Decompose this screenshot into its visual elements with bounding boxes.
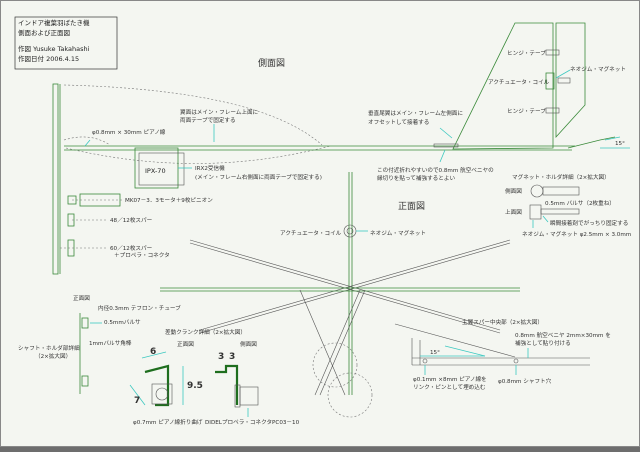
front-post	[52, 83, 59, 275]
crank-detail: 差動クランク詳細（2×拡大図） 正面図 側面図 6 9.5 7 3 3 φ0.7…	[129, 328, 300, 426]
shaft-holder-title-1: シャフト・ホルダ部詳細	[18, 344, 80, 352]
hinge-tape-top	[545, 49, 560, 56]
dim-9-5: 9.5	[187, 381, 203, 391]
teflon-tube-label: 内径0.3mm テフロン・チューブ	[98, 304, 181, 312]
wing-spar	[189, 239, 501, 331]
front-magnet-label: ネオジム・マグネット	[370, 229, 426, 237]
gear-60-label-2: ＋プロペラ・コネクタ	[114, 251, 170, 259]
dim-6: 6	[150, 347, 156, 357]
title-line-2: 側面および正面図	[18, 29, 70, 37]
title-block: インドア複葉羽ばたき機 側面および正面図 作図 Yusuke Takahashi…	[14, 16, 118, 70]
spar-center-detail: 主翼スパー中央部（2×拡大図） 0.8mm 航空ベニヤ 2mm×30mm を 補…	[394, 318, 611, 391]
crank-title: 差動クランク詳細（2×拡大図）	[165, 328, 246, 336]
fin-note-2: オフセットして接着する	[368, 118, 429, 126]
dim-3b: 3	[229, 352, 235, 362]
actuator-coil-label: アクチュエータ・コイル	[488, 78, 550, 86]
wing-note-2: 両面テープで固定する	[180, 116, 236, 124]
front-view: 正面図 アクチュエータ・コイル ネオジム・マグネット	[160, 172, 520, 418]
magnet-holder-balsa: 0.5mm バルサ（2枚重ね）	[545, 199, 615, 207]
pin-note-2: リンク・ピンとして埋め込む	[413, 383, 486, 391]
rudder	[555, 22, 586, 139]
balsa-label: 0.5mmバルサ	[104, 319, 141, 326]
magnet-holder-detail: マグネット・ホルダ詳細（2×拡大図） 側面図 0.5mm バルサ（2枚重ね） 上…	[505, 173, 631, 238]
gear-48-label: 48／12枚スパー	[110, 216, 153, 224]
fin-note-1: 垂直尾翼はメイン・フレーム左側面に	[368, 109, 463, 117]
side-view: 側面図 翼面はメイン・フレーム上面に 両面テープで固定する φ0.8mm × 3…	[52, 22, 630, 275]
tail-angle-label: 15°	[615, 141, 625, 147]
receiver-box-label: IPX-70	[145, 167, 166, 175]
date: 作図日付 2006.4.15	[18, 54, 79, 63]
magnet-holder-side-label: 側面図	[505, 187, 522, 195]
dim-7: 7	[134, 396, 140, 406]
side-view-heading: 側面図	[258, 57, 285, 69]
hinge-tape-bottom	[545, 107, 560, 114]
crank-side-label: 側面図	[240, 340, 257, 348]
connector-label: DIDELプロペラ・コネクタPC03－10	[205, 418, 300, 426]
gear-60-label-1: 60／12枚スパー	[110, 244, 153, 252]
shaft-hole-label: φ0.8mm シャフト穴	[498, 377, 552, 385]
magnet-holder-glue: 瞬間接着剤でがっちり固定する	[550, 219, 628, 227]
magnet-holder-top-label: 上面図	[505, 208, 522, 216]
front-coil-label: アクチュエータ・コイル	[280, 229, 342, 237]
bottom-edge	[0, 447, 640, 452]
actuator-coil	[545, 72, 555, 90]
piano-wire-label: φ0.8mm × 30mm ピアノ線	[92, 128, 166, 136]
author: 作図 Yusuke Takahashi	[18, 44, 90, 53]
magnet-label: ネオジム・マグネット	[570, 65, 626, 73]
pin-note-1: φ0.1mm ×8mm ピアノ線を	[413, 375, 487, 383]
front-actuator-coil	[343, 224, 357, 238]
shaft-holder-title-2: （2×拡大図）	[35, 352, 71, 360]
front-view-heading: 正面図	[398, 201, 425, 212]
spar-title: 主翼スパー中央部（2×拡大図）	[462, 318, 543, 326]
title-line-1: インドア複葉羽ばたき機	[18, 18, 90, 27]
wing-note-1: 翼面はメイン・フレーム上面に	[180, 108, 259, 116]
receiver-label: IRX2受信機	[195, 164, 225, 172]
shaft-holder-detail: 正面図 内径0.3mm テフロン・チューブ 0.5mmバルサ 1mmバルサ角棒 …	[18, 295, 181, 394]
crank-front-label: 正面図	[177, 341, 194, 348]
reinforce-note-1: この付近折れやすいので0.8mm 航空ベニヤの	[377, 166, 494, 174]
receiver-note: (メイン・フレーム右側面に両面テープで固定する)	[195, 173, 322, 181]
dim-3a: 3	[218, 352, 224, 362]
reinforce-note-2: 縁切りを貼って補強するとよい	[377, 174, 455, 182]
vertical-fin	[452, 22, 554, 150]
shaft-holder-view: 正面図	[73, 295, 90, 302]
wire-label: φ0.7mm ピアノ線折り曲げ	[133, 418, 203, 426]
hinge-tape-bottom-label: ヒンジ・テープ	[507, 108, 546, 115]
plywood-note-2: 補強として貼り付ける	[515, 339, 571, 347]
motor-label: MK07－3．3モータ＋9枚ピニオン	[125, 196, 213, 204]
crank-wire-side	[215, 364, 239, 405]
magnet-holder-title: マグネット・ホルダ詳細（2×拡大図）	[512, 173, 610, 181]
spar-angle: 15°	[430, 350, 440, 356]
balsa-stick-label: 1mmバルサ角棒	[89, 339, 132, 347]
lower-wing-outline	[65, 145, 331, 164]
crank-wire-front	[144, 364, 170, 407]
hinge-tape-top-label: ヒンジ・テープ	[507, 50, 546, 57]
plywood-note-1: 0.8mm 航空ベニヤ 2mm×30mm を	[515, 331, 611, 339]
magnet-holder-magnet: ネオジム・マグネット φ2.5mm × 3.0mm	[522, 230, 631, 238]
